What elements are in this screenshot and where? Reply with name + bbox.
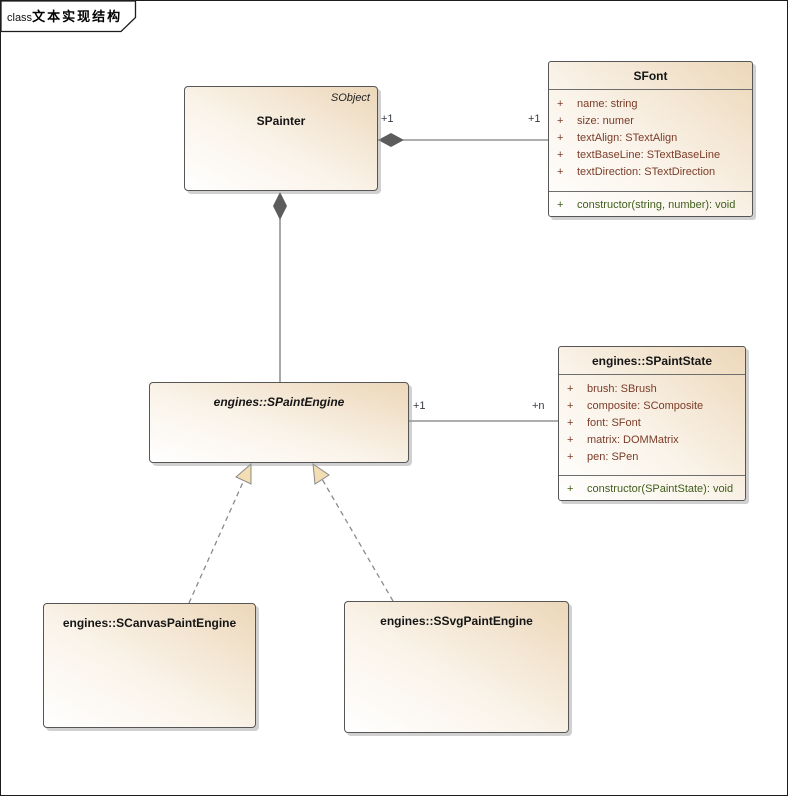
attribute-text: pen: SPen — [587, 451, 639, 463]
attribute-text: name: string — [577, 98, 638, 110]
sfont-header: SFont — [549, 62, 752, 90]
sfont-operations: + constructor(string, number): void — [549, 191, 752, 217]
realization-triangle-canvas-engine[interactable] — [235, 462, 252, 485]
multiplicity-engine-end: +1 — [413, 400, 426, 412]
visibility-marker: + — [557, 115, 564, 127]
visibility-marker: + — [557, 199, 564, 211]
visibility-marker: + — [557, 132, 564, 144]
multiplicity-painter-end: +1 — [381, 113, 394, 125]
attribute-text: textDirection: STextDirection — [577, 166, 716, 178]
visibility-marker: + — [567, 383, 574, 395]
composition-diamond-painter-engine[interactable] — [273, 192, 287, 220]
attribute-text: brush: SBrush — [587, 383, 657, 395]
diagram-frame-tab: class文本实现结构 — [1, 1, 151, 35]
frame-label: class文本实现结构 — [7, 6, 122, 26]
ssvgpaintengine-title: engines::SSvgPaintEngine — [380, 614, 533, 628]
attribute-row: + name: string — [549, 96, 752, 113]
attribute-text: size: numer — [577, 115, 634, 127]
spaintstate-title: engines::SPaintState — [591, 353, 713, 368]
visibility-marker: + — [567, 483, 574, 495]
class-sfont[interactable]: SFont + name: string + size: numer + tex… — [548, 61, 753, 217]
spaintstate-operations: + constructor(SPaintState): void — [559, 475, 745, 501]
sfont-attributes: + name: string + size: numer + textAlign… — [549, 90, 752, 191]
multiplicity-state-end: +n — [532, 400, 545, 412]
realization-triangle-svg-engine[interactable] — [312, 462, 330, 485]
visibility-marker: + — [557, 166, 564, 178]
frame-keyword: class — [7, 12, 33, 24]
attribute-text: matrix: DOMMatrix — [587, 434, 679, 446]
attribute-row: + brush: SBrush — [559, 381, 745, 398]
realization-line-canvas-engine[interactable] — [188, 479, 245, 604]
sfont-title: SFont — [633, 68, 668, 83]
visibility-marker: + — [567, 417, 574, 429]
visibility-marker: + — [567, 434, 574, 446]
frame-tab-shape — [1, 1, 137, 33]
attribute-row: + size: numer — [549, 113, 752, 130]
spaintengine-title: engines::SPaintEngine — [213, 395, 345, 409]
attribute-text: font: SFont — [587, 417, 641, 429]
composition-diamond-painter-font[interactable] — [378, 133, 404, 147]
attribute-row: + pen: SPen — [559, 449, 745, 466]
attribute-text: composite: SComposite — [587, 400, 704, 412]
operation-text: constructor(SPaintState): void — [587, 483, 734, 495]
spaintstate-header: engines::SPaintState — [559, 347, 745, 375]
realization-line-svg-engine[interactable] — [321, 478, 394, 602]
attribute-row: + textBaseLine: STextBaseLine — [549, 147, 752, 164]
attribute-text: textAlign: STextAlign — [577, 132, 678, 144]
class-ssvgpaintengine[interactable]: engines::SSvgPaintEngine — [344, 601, 569, 733]
attribute-text: textBaseLine: STextBaseLine — [577, 149, 721, 161]
class-spainter[interactable]: SObject SPainter — [184, 86, 378, 191]
attribute-row: + textAlign: STextAlign — [549, 130, 752, 147]
operation-row: + constructor(string, number): void — [549, 197, 752, 214]
visibility-marker: + — [567, 451, 574, 463]
attribute-row: + textDirection: STextDirection — [549, 164, 752, 181]
attribute-row: + matrix: DOMMatrix — [559, 432, 745, 449]
spaintstate-attributes: + brush: SBrush + composite: SComposite … — [559, 375, 745, 475]
operation-text: constructor(string, number): void — [577, 199, 736, 211]
attribute-row: + font: SFont — [559, 415, 745, 432]
class-scanvaspaintengine[interactable]: engines::SCanvasPaintEngine — [43, 603, 256, 728]
spainter-title: SPainter — [256, 114, 306, 128]
frame-title: 文本实现结构 — [32, 9, 123, 24]
multiplicity-font-end: +1 — [528, 113, 541, 125]
attribute-row: + composite: SComposite — [559, 398, 745, 415]
scanvaspaintengine-title: engines::SCanvasPaintEngine — [62, 616, 237, 630]
class-spaintengine[interactable]: engines::SPaintEngine — [149, 382, 409, 463]
visibility-marker: + — [567, 400, 574, 412]
spainter-annotation: SObject — [330, 92, 370, 104]
visibility-marker: + — [557, 149, 564, 161]
operation-row: + constructor(SPaintState): void — [559, 481, 745, 498]
visibility-marker: + — [557, 98, 564, 110]
class-spaintstate[interactable]: engines::SPaintState + brush: SBrush + c… — [558, 346, 746, 501]
